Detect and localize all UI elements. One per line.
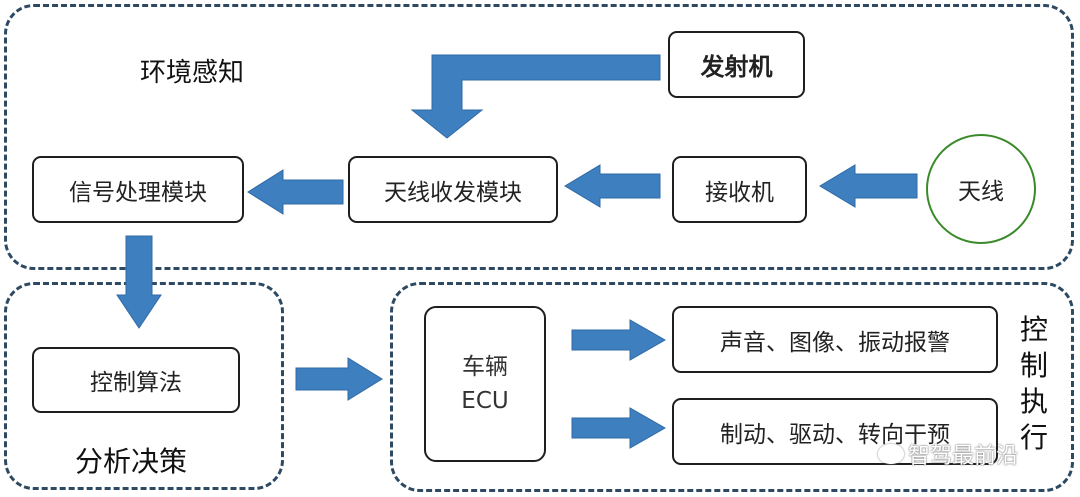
arrow-receiver-to-transceiver [564,164,661,208]
execution-region [390,282,1074,492]
antenna-circle: 天线 [926,134,1036,244]
receiver-box: 接收机 [672,156,807,223]
alarm-output-box: 声音、图像、振动报警 [672,306,998,373]
control-algorithm-box: 控制算法 [32,347,240,413]
transmitter-box: 发射机 [668,31,805,98]
arrow-decision-to-ecu [295,357,383,401]
execution-label-char: 行 [1020,421,1049,454]
vehicle-ecu-box: 车辆 ECU [424,306,546,462]
ecu-label-line: ECU [461,388,509,414]
watermark: 智驾最前沿 [878,438,1018,470]
signal-processing-module-box: 信号处理模块 [32,156,244,223]
transceiver-module-box: 天线收发模块 [348,156,558,223]
arrow-signal-to-control [116,235,162,329]
arrow-transceiver-to-signal [247,169,344,215]
perception-label: 环境感知 [140,58,245,88]
watermark-text: 智驾最前沿 [908,444,1019,469]
execution-label-char: 制 [1020,349,1049,382]
actuation-output-box: 制动、驱动、转向干预 [672,398,998,465]
arrow-antenna-to-receiver [819,164,918,208]
decision-label: 分析决策 [75,445,188,478]
perception-region [4,4,1074,270]
arrow-transmitter-to-transceiver [410,54,661,139]
wechat-icon [878,444,904,464]
execution-label: 控 制 执 行 [1020,312,1048,456]
arrow-ecu-to-actuation [571,407,667,449]
ecu-label-line: 车辆 [462,354,508,380]
execution-label-char: 控 [1020,313,1049,346]
execution-label-char: 执 [1020,385,1049,418]
arrow-ecu-to-alarm [571,319,667,361]
